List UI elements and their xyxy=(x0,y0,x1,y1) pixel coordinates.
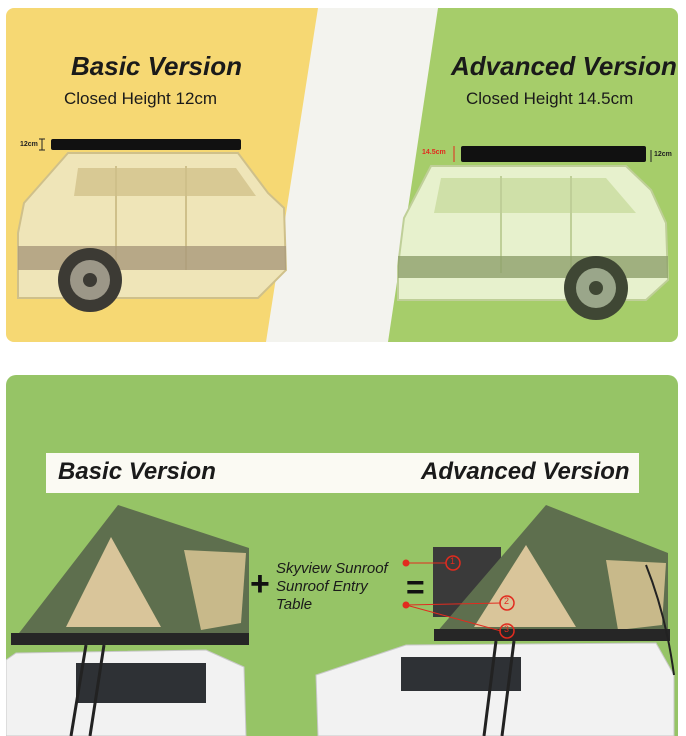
top-comparison-illustration xyxy=(6,8,678,342)
advanced-closed-height: Closed Height 14.5cm xyxy=(466,89,634,108)
equals-symbol: = xyxy=(406,569,425,605)
basic-tent-closed xyxy=(51,139,241,150)
advanced-tent-image xyxy=(315,505,675,736)
banner-advanced-title: Advanced Version xyxy=(421,458,630,485)
basic-tent-image xyxy=(6,505,249,736)
callout-number-1: 1 xyxy=(450,556,456,566)
feature-sunroof-entry: Sunroof Entry xyxy=(276,578,368,595)
callout-number-3: 3 xyxy=(504,624,510,634)
callout-3 xyxy=(499,623,515,639)
banner-basic-title: Basic Version xyxy=(58,458,216,485)
bottom-tent-illustration xyxy=(6,505,675,736)
basic-closed-height: Closed Height 12cm xyxy=(64,89,218,108)
advanced-base-height-label: 12cm xyxy=(654,151,672,158)
feature-table: Table xyxy=(276,596,313,613)
callout-1 xyxy=(445,555,461,571)
plus-symbol: + xyxy=(250,565,270,603)
version-banner: Basic Version Advanced Version xyxy=(46,453,639,493)
callout-lines xyxy=(402,555,515,639)
callout-number-2: 2 xyxy=(504,596,510,606)
diagonal-divider xyxy=(266,8,438,342)
basic-version-title: Basic Version xyxy=(71,51,243,81)
basic-height-label: 12cm xyxy=(20,141,38,148)
top-comparison-panel: Basic Version Closed Height 12cm 12cm Ad… xyxy=(6,8,678,342)
feature-skyview-sunroof: Skyview Sunroof xyxy=(276,560,388,577)
advanced-tent-closed xyxy=(461,146,646,162)
advanced-car-image xyxy=(397,146,670,320)
advanced-total-height-label: 14.5cm xyxy=(422,149,446,156)
bottom-comparison-panel: Basic Version Advanced Version xyxy=(6,375,678,736)
callout-2 xyxy=(499,595,515,611)
advanced-version-title: Advanced Version xyxy=(451,51,677,81)
basic-car-image xyxy=(17,138,288,312)
